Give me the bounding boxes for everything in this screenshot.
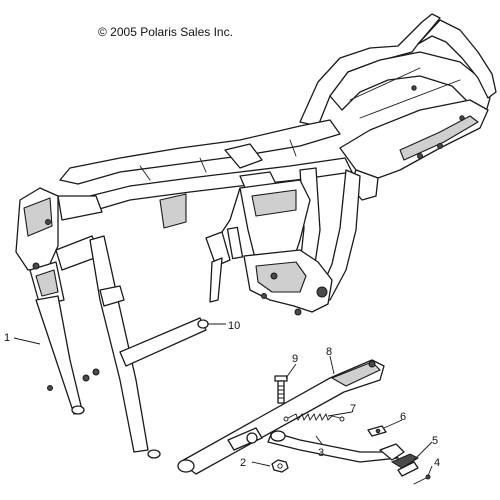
front-down-tubes [35,235,161,459]
engine-mount-bracket [226,179,333,316]
callout-7: 7 [350,403,356,415]
kickstand-spring [283,412,345,422]
leader-lines [13,323,433,477]
callout-5: 5 [432,435,438,447]
callout-9: 9 [292,353,298,365]
bolt [274,375,288,404]
lower-cross-tube [119,187,241,367]
callout-4: 4 [434,457,440,469]
copyright-notice: © 2005 Polaris Sales Inc. [98,25,233,39]
callout-2: 2 [240,457,246,469]
callout-1: 1 [4,332,10,344]
callout-8: 8 [326,346,332,358]
steering-head [15,187,103,307]
callout-3: 3 [318,447,324,459]
clip [367,425,387,437]
kickstand-assembly [177,359,405,475]
foot-pad [390,453,420,477]
callout-labels: 1 2 3 4 5 6 7 8 9 10 [4,320,440,469]
callout-10: 10 [228,320,240,332]
callout-6: 6 [400,411,406,423]
nut [271,459,289,473]
small-screw [413,474,431,485]
